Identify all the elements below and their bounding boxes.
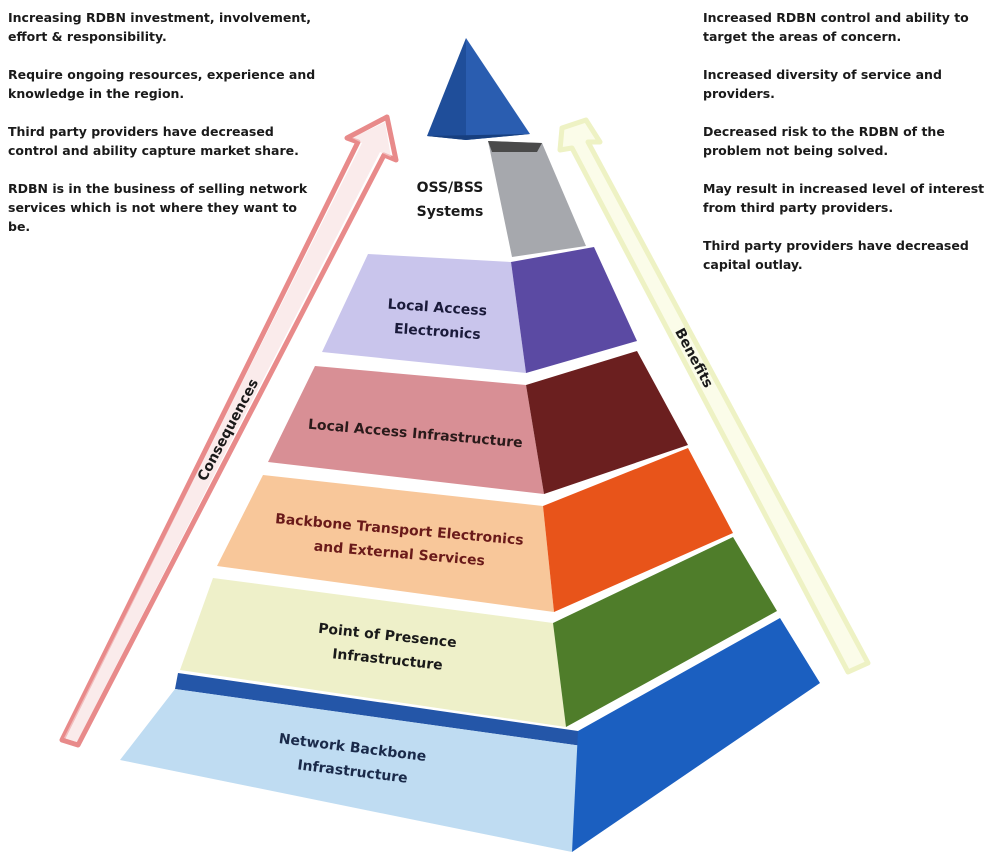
oss-label-line2: Systems [417, 204, 484, 220]
consequence-item: Require ongoing resources, experience an… [8, 67, 316, 101]
consequence-item: Increasing RDBN investment, involvement,… [8, 10, 311, 44]
consequence-item: RDBN is in the business of selling netwo… [8, 181, 308, 234]
nbi-side-face [572, 618, 820, 852]
pop-side-face [553, 537, 777, 727]
pyramid-level-network-backbone: Network Backbone Infrastructure [120, 618, 820, 852]
bte-side-face [543, 448, 733, 612]
nbi-top-edge [175, 673, 582, 746]
benefit-item: Decreased risk to the RDBN of the proble… [703, 124, 945, 158]
apex-right-face [466, 38, 530, 140]
apex-left-face [427, 38, 466, 140]
lai-side-face [526, 351, 688, 494]
pyramid-level-point-of-presence: Point of Presence Infrastructure [180, 537, 777, 727]
benefits-arrow-shape [557, 117, 871, 675]
bte-front-face [217, 475, 554, 612]
consequences-label: Consequences [195, 376, 262, 484]
lai-front-face [268, 366, 544, 494]
benefit-item: Increased diversity of service and provi… [703, 67, 942, 101]
lae-label-line1: Local Access [387, 297, 487, 320]
pyramid-level-oss-bss: OSS/BSS Systems [417, 141, 586, 257]
oss-side-face [488, 141, 586, 257]
nbi-front-face [120, 689, 582, 852]
consequences-list: Increasing RDBN investment, involvement,… [8, 8, 318, 255]
apex-base [427, 134, 530, 140]
oss-label-line1: OSS/BSS [417, 180, 484, 196]
consequence-item: Third party providers have decreased con… [8, 124, 299, 158]
lae-front-face [322, 254, 526, 373]
pop-front-face [180, 578, 566, 727]
lae-side-face [511, 247, 637, 373]
oss-top-edge [488, 141, 542, 152]
lae-label-line2: Electronics [393, 321, 481, 343]
consequences-arrow-fill [64, 122, 391, 742]
benefit-item: Increased RDBN control and ability to ta… [703, 10, 969, 44]
benefits-list: Increased RDBN control and ability to ta… [703, 8, 993, 293]
consequences-arrow-shape [59, 114, 399, 748]
pyramid-level-local-access-electronics: Local Access Electronics [322, 247, 637, 373]
benefit-item: May result in increased level of interes… [703, 181, 985, 215]
pyramid-level-local-access-infrastructure: Local Access Infrastructure [268, 351, 688, 494]
pyramid-apex [427, 38, 530, 140]
pyramid-level-backbone-transport: Backbone Transport Electronics and Exter… [217, 448, 733, 612]
benefit-item: Third party providers have decreased cap… [703, 238, 969, 272]
